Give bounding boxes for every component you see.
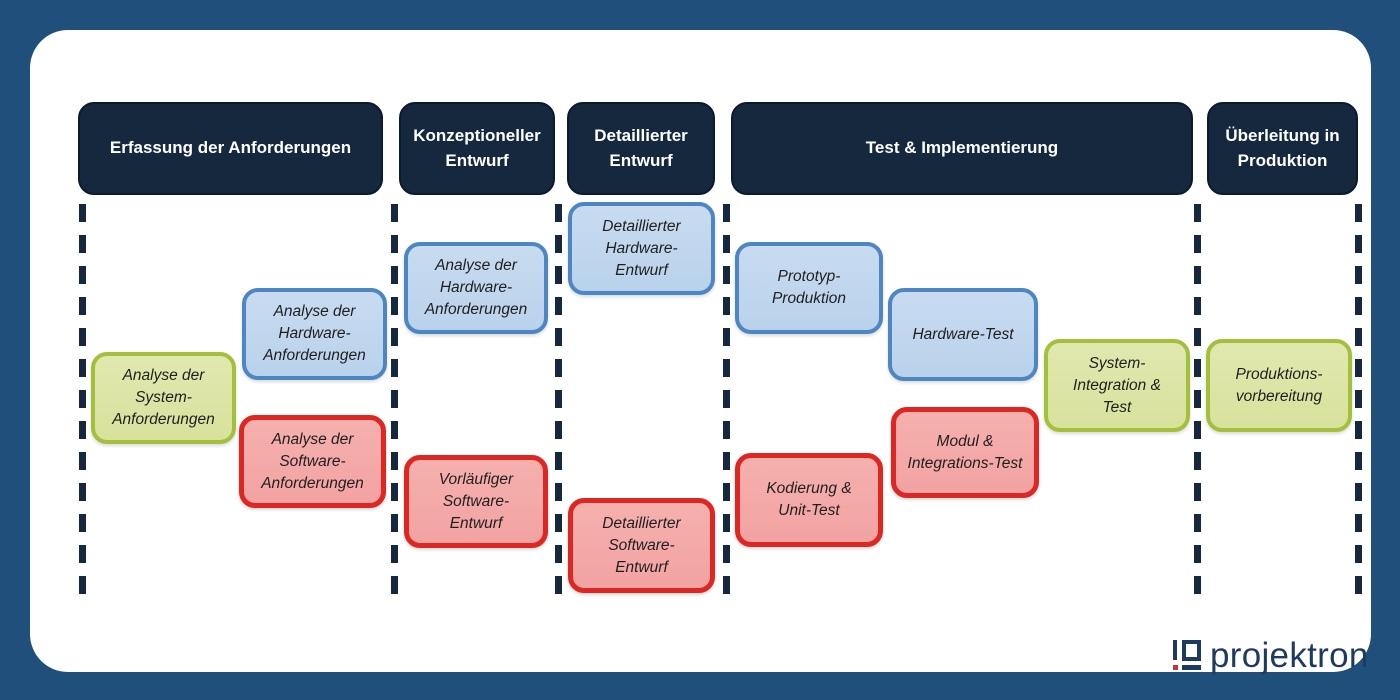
task-kodierung-unit-test: Kodierung & Unit-Test xyxy=(735,453,883,547)
phase-konzeptioneller-entwurf: Konzeptioneller Entwurf xyxy=(399,102,555,195)
phase-separator-4 xyxy=(723,204,730,600)
phase-test-implementierung: Test & Implementierung xyxy=(731,102,1193,195)
logo-underline-mark xyxy=(1182,665,1201,670)
phase-separator-2 xyxy=(391,204,398,600)
projektron-logo-text: projektron xyxy=(1210,636,1369,675)
projektron-logo-icon xyxy=(1173,640,1201,671)
phase-separator-1 xyxy=(79,204,86,600)
phase-detaillierter-entwurf: Detaillierter Entwurf xyxy=(567,102,715,195)
task-analyse-der-system-anforderungen: Analyse der System- Anforderungen xyxy=(91,352,236,444)
task-modul-integrations-test: Modul & Integrations-Test xyxy=(891,407,1039,498)
task-analyse-der-hardware-anforderungen-2: Analyse der Hardware- Anforderungen xyxy=(404,242,548,334)
projektron-logo: projektron xyxy=(1173,638,1369,673)
task-hardware-test: Hardware-Test xyxy=(888,288,1038,381)
task-prototyp-produktion: Prototyp- Produktion xyxy=(735,242,883,334)
task-produktionsvorbereitung: Produktions- vorbereitung xyxy=(1206,339,1352,432)
phase-separator-3 xyxy=(555,204,562,600)
task-analyse-der-software-anforderungen: Analyse der Software- Anforderungen xyxy=(239,415,386,508)
logo-red-dot xyxy=(1173,665,1178,670)
task-detaillierter-hardware-entwurf: Detaillierter Hardware- Entwurf xyxy=(568,202,715,295)
task-analyse-der-hardware-anforderungen-1: Analyse der Hardware- Anforderungen xyxy=(242,288,387,380)
phase-ueberleitung-in-produktion: Überleitung in Produktion xyxy=(1207,102,1358,195)
task-vorlaeufiger-software-entwurf: Vorläufiger Software- Entwurf xyxy=(404,455,548,548)
task-system-integration-test: System- Integration & Test xyxy=(1044,339,1190,432)
logo-square-mark xyxy=(1182,640,1201,661)
logo-bar-mark xyxy=(1173,640,1177,660)
phase-separator-6 xyxy=(1355,204,1362,600)
phase-separator-5 xyxy=(1194,204,1201,600)
phase-erfassung-der-anforderungen: Erfassung der Anforderungen xyxy=(78,102,383,195)
task-detaillierter-software-entwurf: Detaillierter Software- Entwurf xyxy=(568,498,715,593)
